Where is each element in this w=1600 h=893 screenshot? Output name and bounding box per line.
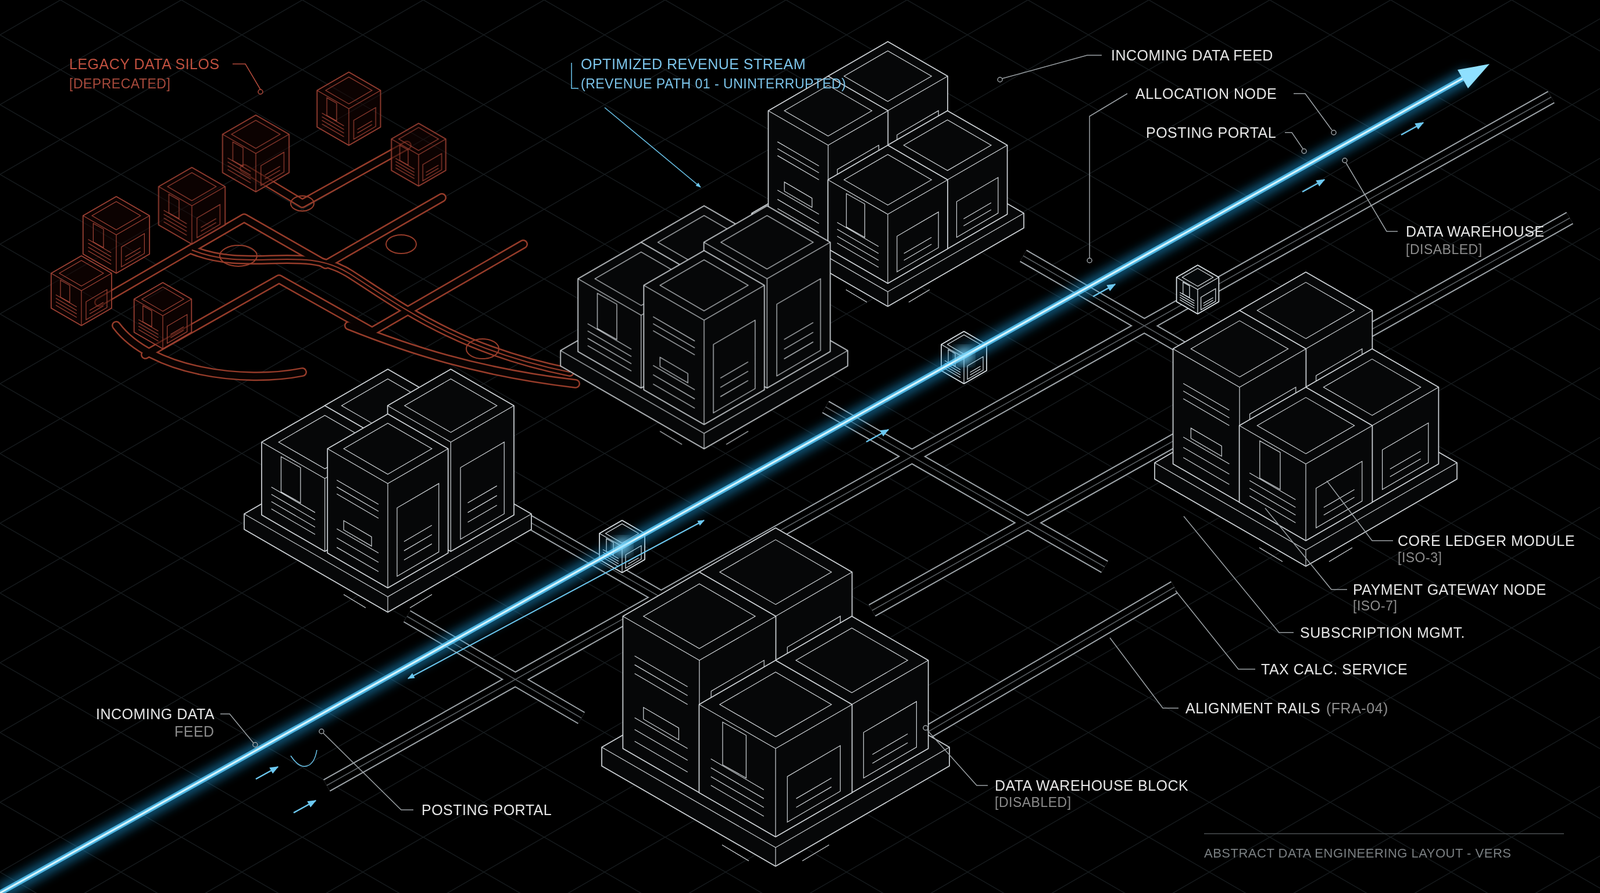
status-tag: [DISABLED] <box>1405 241 1483 257</box>
server-cluster <box>560 205 848 449</box>
callout-label: SUBSCRIPTION MGMT. <box>1300 624 1466 642</box>
callout-label: OPTIMIZED REVENUE STREAM <box>580 55 806 73</box>
server-clusters <box>244 41 1457 867</box>
revenue-stream <box>0 63 1490 893</box>
status-tag: [ISO-3] <box>1397 550 1442 566</box>
callout-label: INCOMING DATA FEED <box>1111 47 1274 64</box>
status-tag: [DISABLED] <box>994 794 1072 810</box>
leader-lines <box>220 55 1564 834</box>
callout-label: ALLOCATION NODE <box>1135 85 1277 103</box>
callout-label: POSTING PORTAL <box>1145 124 1277 142</box>
legacy-silos <box>51 72 576 384</box>
callout-label: PAYMENT GATEWAY NODE <box>1352 581 1547 599</box>
callout-label: ALIGNMENT RAILS <box>1185 700 1321 717</box>
callout-label: DATA WAREHOUSE <box>1405 223 1545 241</box>
callout-label: TAX CALC. SERVICE <box>1261 661 1408 678</box>
status-tag: [DEPRECATED] <box>69 76 171 92</box>
flow-arrows <box>255 122 1424 813</box>
callout-label: DATA WAREHOUSE BLOCK <box>994 777 1189 795</box>
caption: ABSTRACT DATA ENGINEERING LAYOUT - VERS <box>1204 845 1512 861</box>
server-cluster <box>601 527 950 867</box>
status-tag: [ISO-7] <box>1352 598 1398 614</box>
server-cluster <box>1154 272 1457 567</box>
callout-label: FEED <box>174 723 215 741</box>
status-tag: (FRA-04) <box>1326 700 1389 717</box>
callout-label: POSTING PORTAL <box>421 801 552 819</box>
callout-label: CORE LEDGER MODULE <box>1397 532 1575 550</box>
callout-label: LEGACY DATA SILOS <box>69 55 220 73</box>
callout-label: INCOMING DATA <box>95 705 215 723</box>
server-cluster <box>244 369 532 613</box>
status-tag: (REVENUE PATH 01 - UNINTERRUPTED) <box>580 76 847 92</box>
